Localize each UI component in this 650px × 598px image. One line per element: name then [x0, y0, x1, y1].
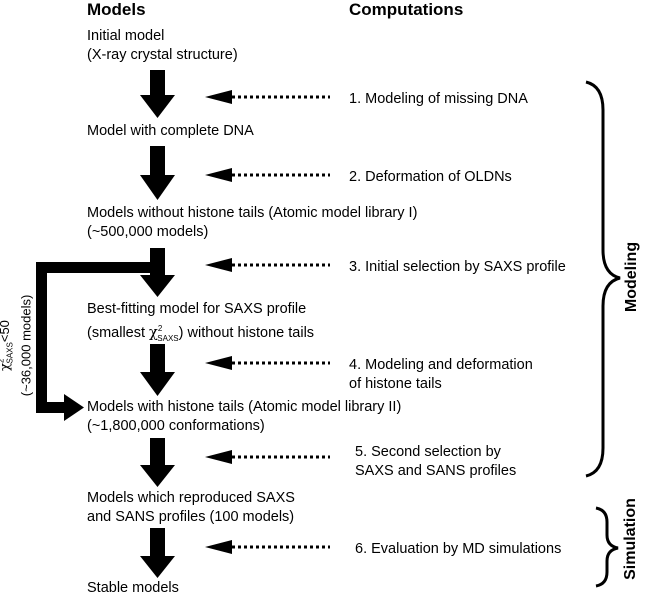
- dotted-arrow-3: [205, 258, 330, 272]
- down-arrow-1: [140, 70, 175, 118]
- bypass-chi-symbol: χ: [0, 363, 13, 371]
- model-step-4-line2-suffix: ) without histone tails: [178, 324, 315, 341]
- chi-symbol: χ: [149, 324, 158, 341]
- chi-superscript: 2: [157, 324, 163, 333]
- modeling-brace: [585, 80, 621, 478]
- model-step-3-line2: (~500,000 models): [87, 224, 209, 240]
- model-step-7-line1: Stable models: [87, 580, 179, 596]
- model-step-4-line2-prefix: (smallest: [87, 324, 150, 341]
- computation-1: 1. Modeling of missing DNA: [349, 91, 528, 107]
- down-arrow-2: [140, 146, 175, 200]
- model-step-1-line1: Initial model: [87, 28, 165, 44]
- down-arrow-5: [140, 438, 175, 487]
- model-step-2-line1: Model with complete DNA: [87, 123, 254, 139]
- model-step-6-line2: and SANS profiles (100 models): [87, 509, 295, 525]
- computation-5-line1: 5. Second selection by: [355, 444, 501, 460]
- computation-3: 3. Initial selection by SAXS profile: [349, 259, 566, 275]
- dotted-arrow-4: [205, 356, 330, 370]
- model-step-5-line1: Models with histone tails (Atomic model …: [87, 399, 402, 415]
- model-step-4-line1: Best-fitting model for SAXS profile: [87, 301, 307, 317]
- down-arrow-4: [140, 344, 175, 396]
- bypass-label-line1: χ2SAXS<50: [0, 287, 18, 403]
- chi-subscript: SAXS: [157, 333, 179, 343]
- down-arrow-6: [140, 528, 175, 578]
- model-step-4-line2: (smallest χ2SAXS) without histone tails: [87, 319, 314, 348]
- dotted-arrow-5: [205, 450, 330, 464]
- simulation-label: Simulation: [622, 498, 639, 580]
- dotted-arrow-6: [205, 540, 330, 554]
- simulation-brace: [595, 506, 619, 588]
- model-step-3-line1: Models without histone tails (Atomic mod…: [87, 205, 418, 221]
- bypass-arrow: [36, 248, 162, 421]
- bypass-chi-subscript: SAXS: [5, 342, 15, 364]
- computation-5-line2: SAXS and SANS profiles: [355, 463, 517, 479]
- modeling-label: Modeling: [623, 241, 640, 313]
- bypass-label: χ2SAXS<50 (~36,000 models): [0, 287, 34, 403]
- computation-4-line1: 4. Modeling and deformation: [349, 357, 533, 373]
- dotted-arrow-1: [205, 90, 330, 104]
- dotted-arrow-2: [205, 168, 330, 182]
- computation-2: 2. Deformation of OLDNs: [349, 169, 512, 185]
- model-step-1-line2: (X-ray crystal structure): [87, 47, 238, 63]
- bypass-condition: <50: [0, 320, 12, 343]
- model-step-6-line1: Models which reproduced SAXS: [87, 490, 295, 506]
- computation-6: 6. Evaluation by MD simulations: [355, 541, 562, 557]
- bypass-count: (~36,000 models): [18, 294, 34, 397]
- computations-header: Computations: [349, 0, 464, 19]
- computation-4-line2: of histone tails: [349, 376, 442, 392]
- model-step-5-line2: (~1,800,000 conformations): [87, 418, 265, 434]
- models-header: Models: [87, 0, 146, 19]
